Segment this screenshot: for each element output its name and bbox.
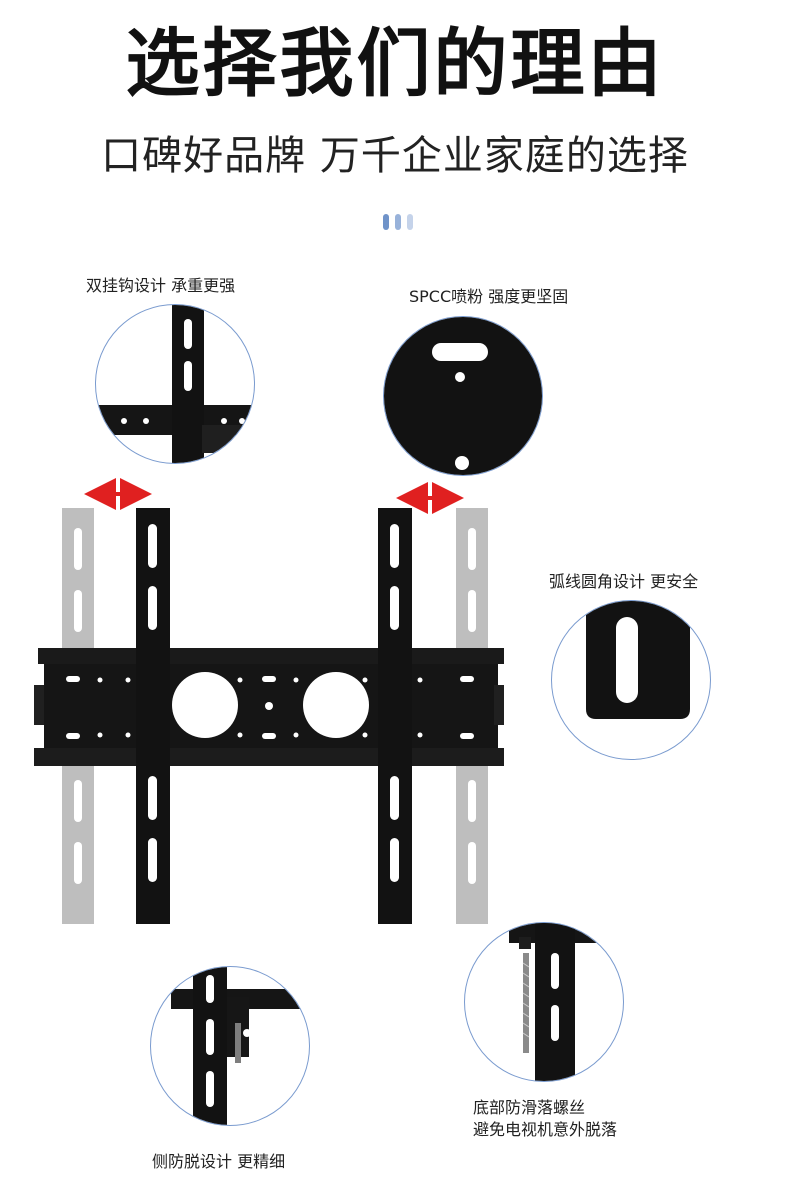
- rounded-corner-image: [586, 601, 690, 719]
- ghost-arm-slots: [74, 528, 476, 884]
- spcc-plate-image: [384, 317, 542, 475]
- page-title: 选择我们的理由: [125, 21, 665, 107]
- wall-plate: [34, 648, 504, 766]
- feature-label-rounded-corner: 弧线圆角设计 更安全: [549, 572, 699, 591]
- hook-detail-image: [96, 305, 254, 463]
- side-anti-detach-image: [171, 967, 309, 1125]
- detail-circle-spcc: [383, 316, 543, 476]
- dot-2: [395, 214, 401, 230]
- dot-3: [407, 214, 413, 230]
- black-arm-right: [378, 508, 412, 924]
- detail-circle-anti-slip-screw: [464, 922, 624, 1082]
- black-arm-left: [136, 508, 170, 924]
- dot-1: [383, 214, 389, 230]
- detail-circle-double-hook: [95, 304, 255, 464]
- feature-label-anti-slip-line1: 底部防滑落螺丝: [473, 1098, 586, 1117]
- detail-circle-side-anti-detach: [150, 966, 310, 1126]
- decorative-dots: [383, 214, 423, 232]
- page-subtitle: 口碑好品牌 万千企业家庭的选择: [101, 133, 689, 179]
- feature-label-double-hook: 双挂钩设计 承重更强: [86, 276, 236, 295]
- feature-label-anti-slip-line2: 避免电视机意外脱落: [473, 1120, 618, 1139]
- detail-circle-rounded-corner: [551, 600, 711, 760]
- screw-detail-image: [509, 923, 623, 1081]
- feature-label-spcc: SPCC喷粉 强度更坚固: [409, 287, 569, 306]
- feature-label-side-anti-detach: 侧防脱设计 更精细: [152, 1152, 286, 1171]
